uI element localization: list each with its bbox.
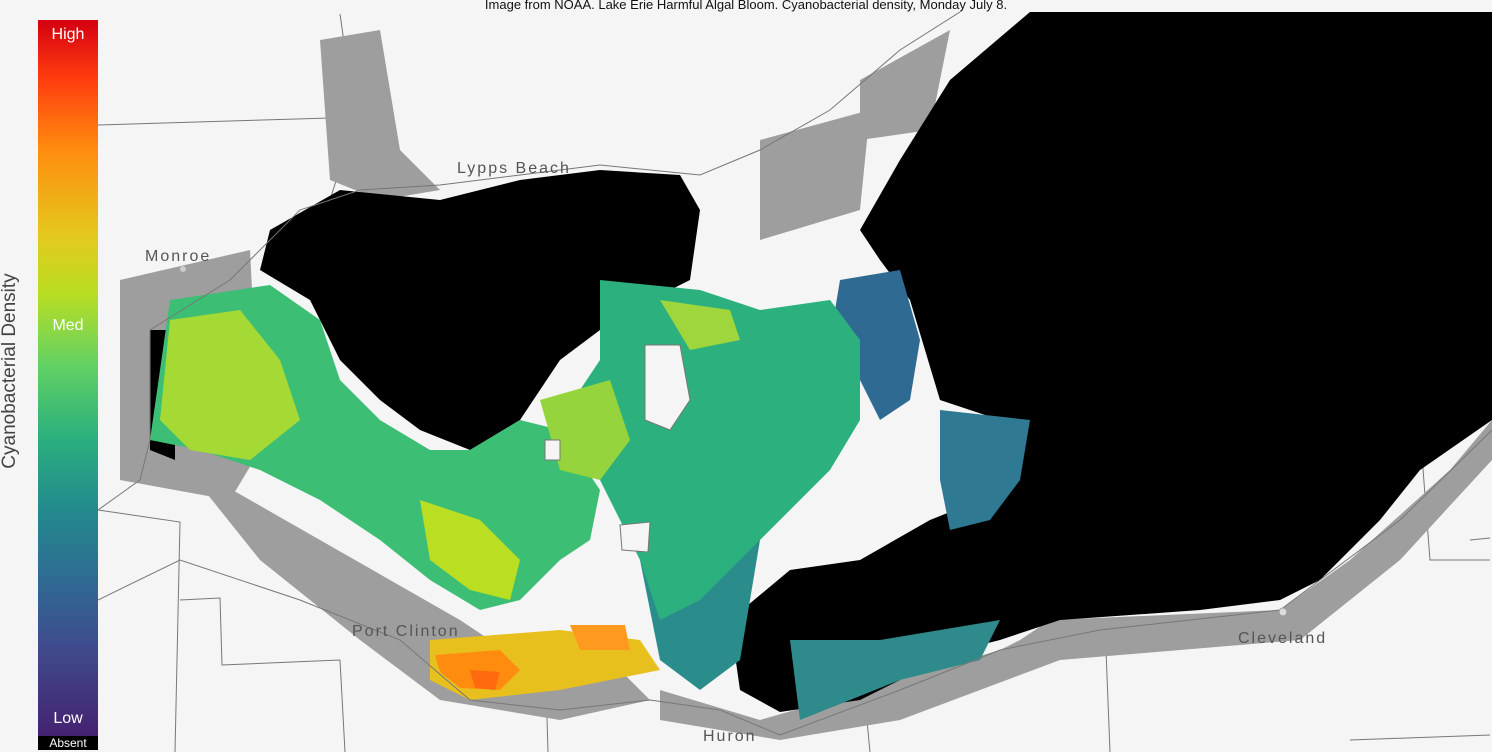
legend-absent-label: Absent — [38, 736, 98, 750]
bloom-high-density — [430, 625, 660, 700]
place-label-huron: Huron — [703, 728, 757, 745]
north-shoreline — [98, 12, 961, 511]
south-shoreline — [98, 429, 1492, 736]
legend-high-label: High — [51, 26, 85, 43]
bloom-medhigh-density — [160, 300, 740, 600]
place-label-monroe: Monroe — [145, 248, 212, 265]
place-label-cleveland: Cleveland — [1238, 630, 1328, 647]
lake-erie-map[interactable] — [98, 12, 1492, 752]
cleveland-marker — [1278, 607, 1288, 617]
place-label-port-clinton: Port Clinton — [352, 623, 460, 640]
no-data-water — [150, 12, 1492, 712]
lake-islands — [544, 344, 691, 553]
density-legend: High Med Low Absent — [38, 20, 98, 750]
map-caption: Image from NOAA. Lake Erie Harmful Algal… — [484, 0, 1008, 12]
monroe-marker — [180, 266, 186, 272]
legend-low-label: Low — [53, 710, 83, 727]
color-gradient-bar — [38, 20, 98, 740]
place-label-lypps-beach: Lypps Beach — [457, 160, 571, 177]
legend-med-label: Med — [52, 317, 84, 334]
legend-title: Cyanobacterial Density — [0, 273, 20, 469]
